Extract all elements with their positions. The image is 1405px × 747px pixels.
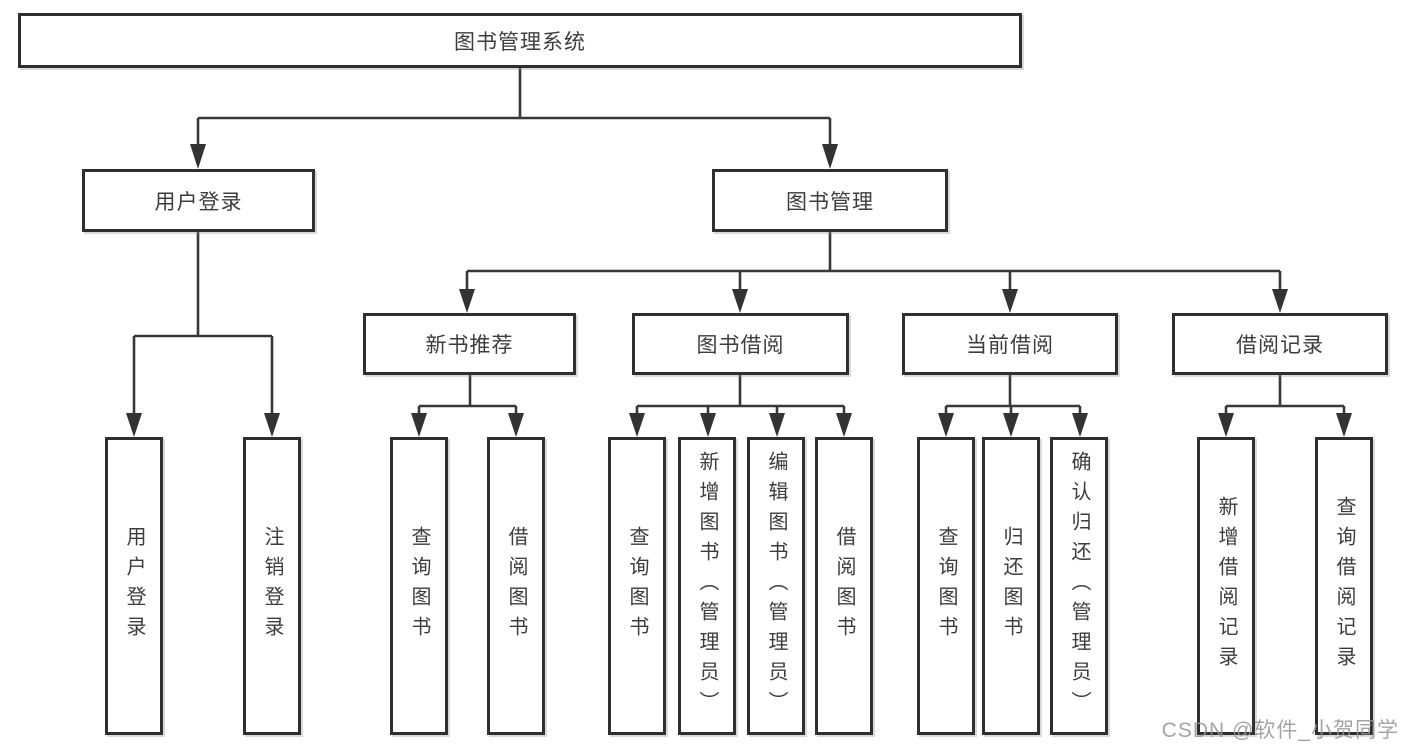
leaf-records-query-record: 查询借阅记录	[1315, 437, 1373, 735]
node-current-borrowing: 当前借阅	[902, 313, 1118, 375]
leaf-label: 查询借阅记录	[1333, 496, 1355, 676]
leaf-borrow-borrow-books: 借阅图书	[815, 437, 873, 735]
node-book-management: 图书管理	[712, 169, 948, 232]
leaf-logout: 注销登录	[243, 437, 301, 735]
node-new-book-recommend: 新书推荐	[363, 313, 576, 375]
leaf-label: 借阅图书	[505, 526, 527, 646]
node-label: 新书推荐	[425, 334, 514, 357]
node-label: 当前借阅	[966, 334, 1054, 357]
leaf-label: 确认归还（管理员）	[1068, 451, 1090, 721]
leaf-label: 编辑图书（管理员）	[765, 451, 787, 721]
node-library-system: 图书管理系统	[18, 13, 1022, 68]
node-label: 图书管理	[786, 190, 874, 214]
watermark: CSDN @软件_小贺同学	[1161, 719, 1399, 742]
node-label: 图书借阅	[696, 334, 785, 357]
leaf-current-return-books: 归还图书	[982, 437, 1040, 735]
node-user-login: 用户登录	[82, 169, 315, 232]
leaf-borrow-add-books-admin: 新增图书（管理员）	[678, 437, 736, 735]
node-borrowing-records: 借阅记录	[1172, 313, 1388, 375]
leaf-borrow-edit-books-admin: 编辑图书（管理员）	[747, 437, 805, 735]
leaf-label: 借阅图书	[833, 526, 855, 646]
leaf-label: 新增图书（管理员）	[696, 451, 718, 721]
leaf-label: 新增借阅记录	[1215, 496, 1237, 676]
leaf-current-query-books: 查询图书	[917, 437, 975, 735]
leaf-current-confirm-return-admin: 确认归还（管理员）	[1050, 437, 1108, 735]
node-label: 用户登录	[154, 190, 243, 214]
leaf-user-login: 用户登录	[105, 437, 163, 735]
leaf-label: 查询图书	[935, 526, 957, 646]
leaf-newbook-borrow-books: 借阅图书	[487, 437, 545, 735]
leaf-newbook-query-books: 查询图书	[390, 437, 448, 735]
leaf-label: 查询图书	[408, 526, 430, 646]
leaf-records-add-record: 新增借阅记录	[1197, 437, 1255, 735]
node-label: 借阅记录	[1236, 334, 1324, 357]
leaf-label: 归还图书	[1000, 526, 1022, 646]
leaf-label: 用户登录	[123, 526, 145, 646]
leaf-borrow-query-books: 查询图书	[608, 437, 666, 735]
node-label: 图书管理系统	[454, 30, 586, 54]
arrowheads	[126, 144, 1352, 437]
leaf-label: 查询图书	[626, 526, 648, 646]
node-book-borrowing: 图书借阅	[632, 313, 849, 375]
leaf-label: 注销登录	[261, 526, 283, 646]
